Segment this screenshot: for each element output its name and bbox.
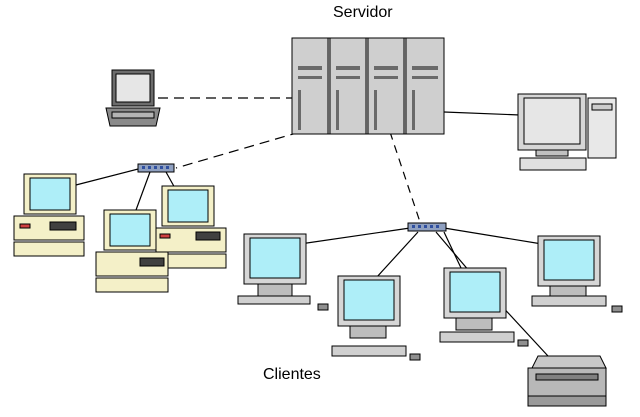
desktop-computer-icon xyxy=(95,209,169,293)
connections xyxy=(71,97,549,357)
server-label: Servidor xyxy=(333,4,393,21)
workstation-icon xyxy=(517,93,617,171)
mouse-icon xyxy=(517,339,529,347)
server-rack-icon xyxy=(291,37,445,135)
link-hub-left-pc1 xyxy=(71,167,143,187)
desktop-computer-icon xyxy=(439,267,529,347)
link-server-right-hub xyxy=(389,131,421,223)
link-hub-right-c2 xyxy=(375,231,419,279)
mouse-icon xyxy=(611,305,623,313)
desktop-computer-icon xyxy=(237,233,329,311)
link-server-left-hub xyxy=(175,131,301,169)
network-hub-icon xyxy=(407,222,447,232)
printer-icon xyxy=(527,355,607,407)
link-server-workstation xyxy=(443,111,521,116)
mouse-icon xyxy=(409,353,421,361)
desktop-computer-icon xyxy=(531,235,623,313)
desktop-computer-icon xyxy=(13,173,85,257)
link-hub-right-c4 xyxy=(443,227,543,245)
desktop-computer-icon xyxy=(155,185,227,269)
desktop-computer-icon xyxy=(331,275,421,361)
network-hub-icon xyxy=(137,163,175,173)
mouse-icon xyxy=(317,303,329,311)
laptop-icon xyxy=(105,69,161,127)
link-hub-left-pc2 xyxy=(135,171,151,211)
link-hub-right-c3b xyxy=(443,231,463,271)
link-hub-right-c1 xyxy=(299,227,411,245)
clients-label: Clientes xyxy=(263,366,321,383)
